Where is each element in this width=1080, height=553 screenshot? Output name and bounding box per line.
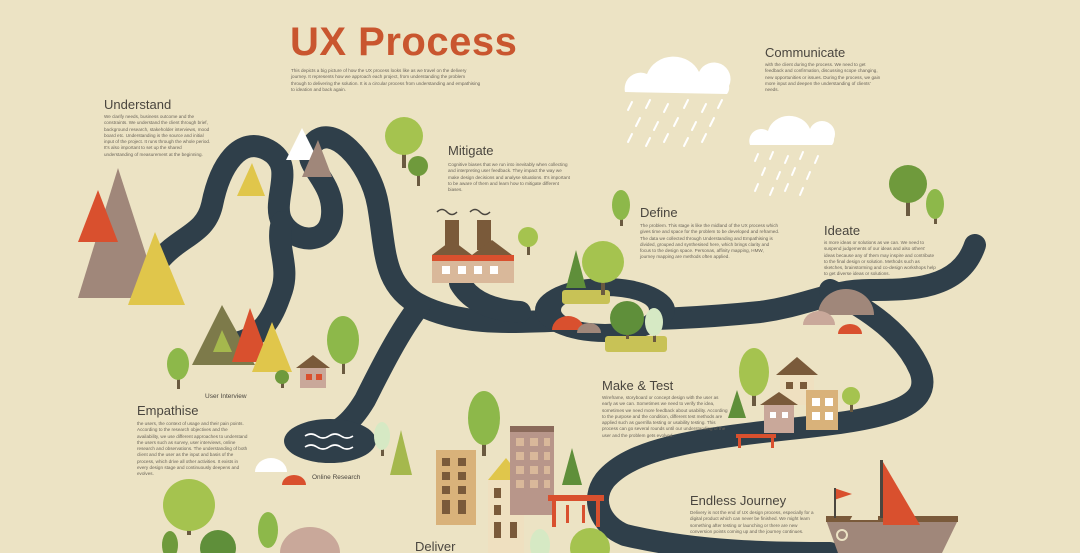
tree-icon	[518, 227, 538, 255]
intro-text: This depicts a big picture of how the UX…	[291, 68, 481, 92]
tree-icon	[162, 531, 178, 553]
mountain-icon	[192, 305, 292, 372]
city-icon	[436, 426, 604, 553]
tree-icon	[327, 316, 359, 374]
user-interview-label: User Interview	[205, 393, 247, 400]
cloud-rain-icon	[749, 115, 835, 196]
tree-icon	[645, 308, 663, 342]
mitigate-heading: Mitigate	[448, 143, 494, 158]
tree-icon	[562, 448, 582, 485]
tree-icon	[258, 512, 278, 548]
understand-text: We clarify needs, business outcome and t…	[104, 114, 211, 157]
tree-icon	[926, 189, 944, 224]
ideate-text: is more ideas or solutions as we can. We…	[824, 240, 936, 277]
tree-icon	[582, 241, 624, 295]
tree-icon	[842, 387, 860, 412]
tree-icon	[468, 391, 500, 456]
mountain-icon	[78, 168, 185, 305]
page-title: UX Process	[290, 20, 518, 64]
sailboat-icon	[826, 460, 958, 553]
understand-heading: Understand	[104, 97, 172, 112]
tree-icon	[739, 348, 769, 406]
define-text: The problem. This stage is like the midl…	[640, 223, 780, 260]
tree-icon	[889, 165, 927, 216]
communicate-text: with the client during the process. We n…	[765, 62, 881, 93]
tree-icon	[566, 250, 586, 288]
ideate-heading: Ideate	[824, 223, 861, 238]
tree-icon	[408, 156, 428, 186]
tree-icon	[570, 528, 610, 553]
tree-icon	[610, 301, 644, 339]
deliver-heading: Deliver	[415, 539, 456, 553]
hill-icon	[255, 289, 874, 553]
house-icon	[760, 357, 838, 433]
tree-icon	[530, 529, 550, 553]
tree-icon	[390, 430, 412, 475]
tree-icon	[728, 390, 746, 418]
tree-icon	[200, 530, 236, 553]
online-research-label: Online Research	[312, 474, 361, 481]
empathise-heading: Empathise	[137, 403, 199, 418]
communicate-heading: Communicate	[765, 45, 846, 60]
cloud-rain-icon	[624, 56, 731, 147]
empathise-text: the users, the context of usage and thei…	[137, 421, 248, 477]
endless-journey-text: Delivery is not the end of UX design pro…	[690, 510, 814, 534]
tree-icon	[163, 479, 215, 535]
mountain-icon	[237, 128, 332, 196]
make-test-heading: Make & Test	[602, 378, 674, 393]
lake-icon	[284, 419, 376, 463]
mitigate-text: Cognitive biases that we run into inevit…	[448, 162, 570, 193]
house-icon	[296, 355, 330, 388]
tree-icon	[385, 117, 423, 168]
tree-icon	[275, 370, 289, 388]
tree-icon	[167, 348, 189, 389]
bridge-icon	[736, 434, 776, 448]
factory-icon	[432, 208, 514, 283]
endless-journey-heading: Endless Journey	[690, 493, 787, 508]
define-heading: Define	[640, 205, 678, 220]
tree-icon	[374, 422, 390, 456]
tree-icon	[612, 190, 630, 226]
make-test-text: Wireframe, storyboard or concept design …	[602, 395, 728, 438]
